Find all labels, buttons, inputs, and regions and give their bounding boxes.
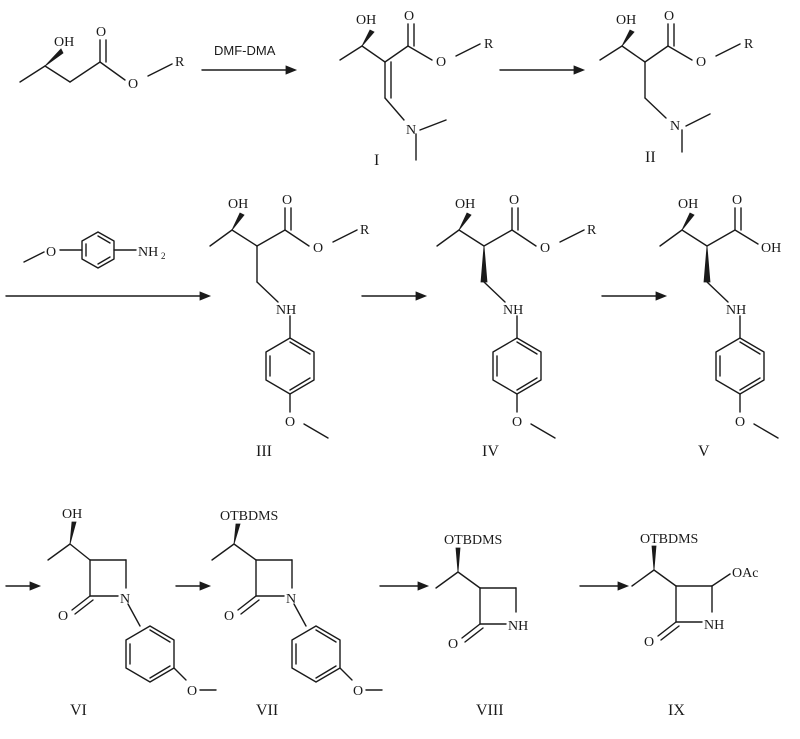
lactam-oxygen-label: O bbox=[224, 609, 234, 624]
arrow-step-9 bbox=[579, 581, 630, 591]
compound-III: OH O O R NH O III bbox=[209, 193, 370, 460]
compound-IV: OH O O R NH O IV bbox=[436, 193, 597, 460]
compound-IX: OTBDMS OAc O NH IX bbox=[631, 532, 758, 719]
stereo-wedge bbox=[703, 245, 711, 283]
compound-label-V: V bbox=[698, 443, 710, 460]
compound-label-IV: IV bbox=[482, 443, 499, 460]
otbdms-label: OTBDMS bbox=[640, 532, 698, 547]
arrow-step-1: DMF-DMA bbox=[201, 43, 298, 75]
ester-oxygen-label: O bbox=[696, 55, 706, 70]
carbonyl-oxygen-label: O bbox=[509, 193, 519, 208]
ester-oxygen-label: O bbox=[313, 241, 323, 256]
amine-label: NH bbox=[138, 245, 158, 260]
carbonyl-oxygen-label: O bbox=[404, 9, 414, 24]
hydroxyl-label: OH bbox=[62, 507, 82, 522]
stereo-wedge bbox=[480, 245, 488, 283]
hydroxyl-label: OH bbox=[616, 13, 636, 28]
stereo-wedge bbox=[621, 29, 635, 47]
stereo-wedge bbox=[681, 212, 695, 231]
compound-I: OH O O R N I bbox=[339, 9, 494, 169]
carbonyl-oxygen-label: O bbox=[664, 9, 674, 24]
r-group-label: R bbox=[175, 55, 185, 70]
ester-oxygen-label: O bbox=[540, 241, 550, 256]
methoxy-oxygen-label: O bbox=[735, 415, 745, 430]
lactam-nitrogen-label: N bbox=[286, 592, 296, 607]
ester-oxygen-label: O bbox=[128, 77, 138, 92]
stereo-wedge bbox=[651, 545, 657, 571]
compound-label-VI: VI bbox=[70, 702, 87, 719]
stereo-wedge bbox=[44, 48, 64, 67]
starting-material-hydroxybutanoate: OH O O R bbox=[19, 25, 185, 92]
r-group-label: R bbox=[484, 37, 494, 52]
methoxy-oxygen-label: O bbox=[512, 415, 522, 430]
lactam-oxygen-label: O bbox=[448, 637, 458, 652]
lactam-nh-label: NH bbox=[704, 618, 724, 633]
otbdms-label: OTBDMS bbox=[444, 533, 502, 548]
stereo-wedge bbox=[458, 212, 472, 231]
amine-label: NH bbox=[726, 303, 746, 318]
arrow-step-5 bbox=[601, 291, 668, 301]
stereo-wedge bbox=[231, 212, 245, 231]
carbonyl-oxygen-label: O bbox=[282, 193, 292, 208]
hydroxyl-label: OH bbox=[678, 197, 698, 212]
compound-label-VII: VII bbox=[256, 702, 278, 719]
stereo-wedge bbox=[361, 29, 375, 47]
arrow-step-8 bbox=[379, 581, 430, 591]
otbdms-label: OTBDMS bbox=[220, 509, 278, 524]
nitrogen-label: N bbox=[670, 119, 680, 134]
compound-II: OH O O R N II bbox=[599, 9, 754, 166]
compound-VI: OH O N O VI bbox=[47, 507, 217, 719]
arrow-step-7 bbox=[175, 581, 212, 591]
lactam-oxygen-label: O bbox=[58, 609, 68, 624]
arrow-step-4 bbox=[361, 291, 428, 301]
compound-label-III: III bbox=[256, 443, 272, 460]
amine-label: NH bbox=[503, 303, 523, 318]
compound-label-IX: IX bbox=[668, 702, 685, 719]
methoxy-oxygen-label: O bbox=[187, 684, 197, 699]
lactam-nh-label: NH bbox=[508, 619, 528, 634]
hydroxyl-label: OH bbox=[455, 197, 475, 212]
nitrogen-label: N bbox=[406, 123, 416, 138]
methoxy-oxygen-label: O bbox=[46, 245, 56, 260]
ester-oxygen-label: O bbox=[436, 55, 446, 70]
lactam-oxygen-label: O bbox=[644, 635, 654, 650]
amine-subscript: 2 bbox=[161, 251, 166, 261]
arrow-step-3 bbox=[5, 291, 212, 301]
r-group-label: R bbox=[587, 223, 597, 238]
compound-V: OH O OH NH O V bbox=[659, 193, 781, 460]
carbonyl-oxygen-label: O bbox=[732, 193, 742, 208]
methoxy-oxygen-label: O bbox=[353, 684, 363, 699]
acetoxy-label: OAc bbox=[732, 566, 758, 581]
stereo-wedge bbox=[455, 547, 461, 573]
compound-VII: OTBDMS O N O VII bbox=[211, 509, 383, 719]
carbonyl-oxygen-label: O bbox=[96, 25, 106, 40]
arrow-step-2 bbox=[499, 65, 586, 75]
stereo-wedge bbox=[233, 523, 241, 545]
amine-label: NH bbox=[276, 303, 296, 318]
arrow-step-6 bbox=[5, 581, 42, 591]
carboxylic-oh-label: OH bbox=[761, 241, 781, 256]
hydroxyl-label: OH bbox=[54, 35, 74, 50]
reagent-p-anisidine: O NH 2 bbox=[23, 231, 166, 269]
hydroxyl-label: OH bbox=[228, 197, 248, 212]
lactam-nitrogen-label: N bbox=[120, 592, 130, 607]
hydroxyl-label: OH bbox=[356, 13, 376, 28]
r-group-label: R bbox=[744, 37, 754, 52]
reagent-dmf-dma: DMF-DMA bbox=[214, 43, 276, 58]
compound-VIII: OTBDMS O NH VIII bbox=[435, 533, 528, 719]
r-group-label: R bbox=[360, 223, 370, 238]
compound-label-I: I bbox=[374, 152, 379, 169]
stereo-wedge bbox=[69, 521, 77, 545]
compound-label-II: II bbox=[645, 149, 656, 166]
compound-label-VIII: VIII bbox=[476, 702, 504, 719]
methoxy-oxygen-label: O bbox=[285, 415, 295, 430]
